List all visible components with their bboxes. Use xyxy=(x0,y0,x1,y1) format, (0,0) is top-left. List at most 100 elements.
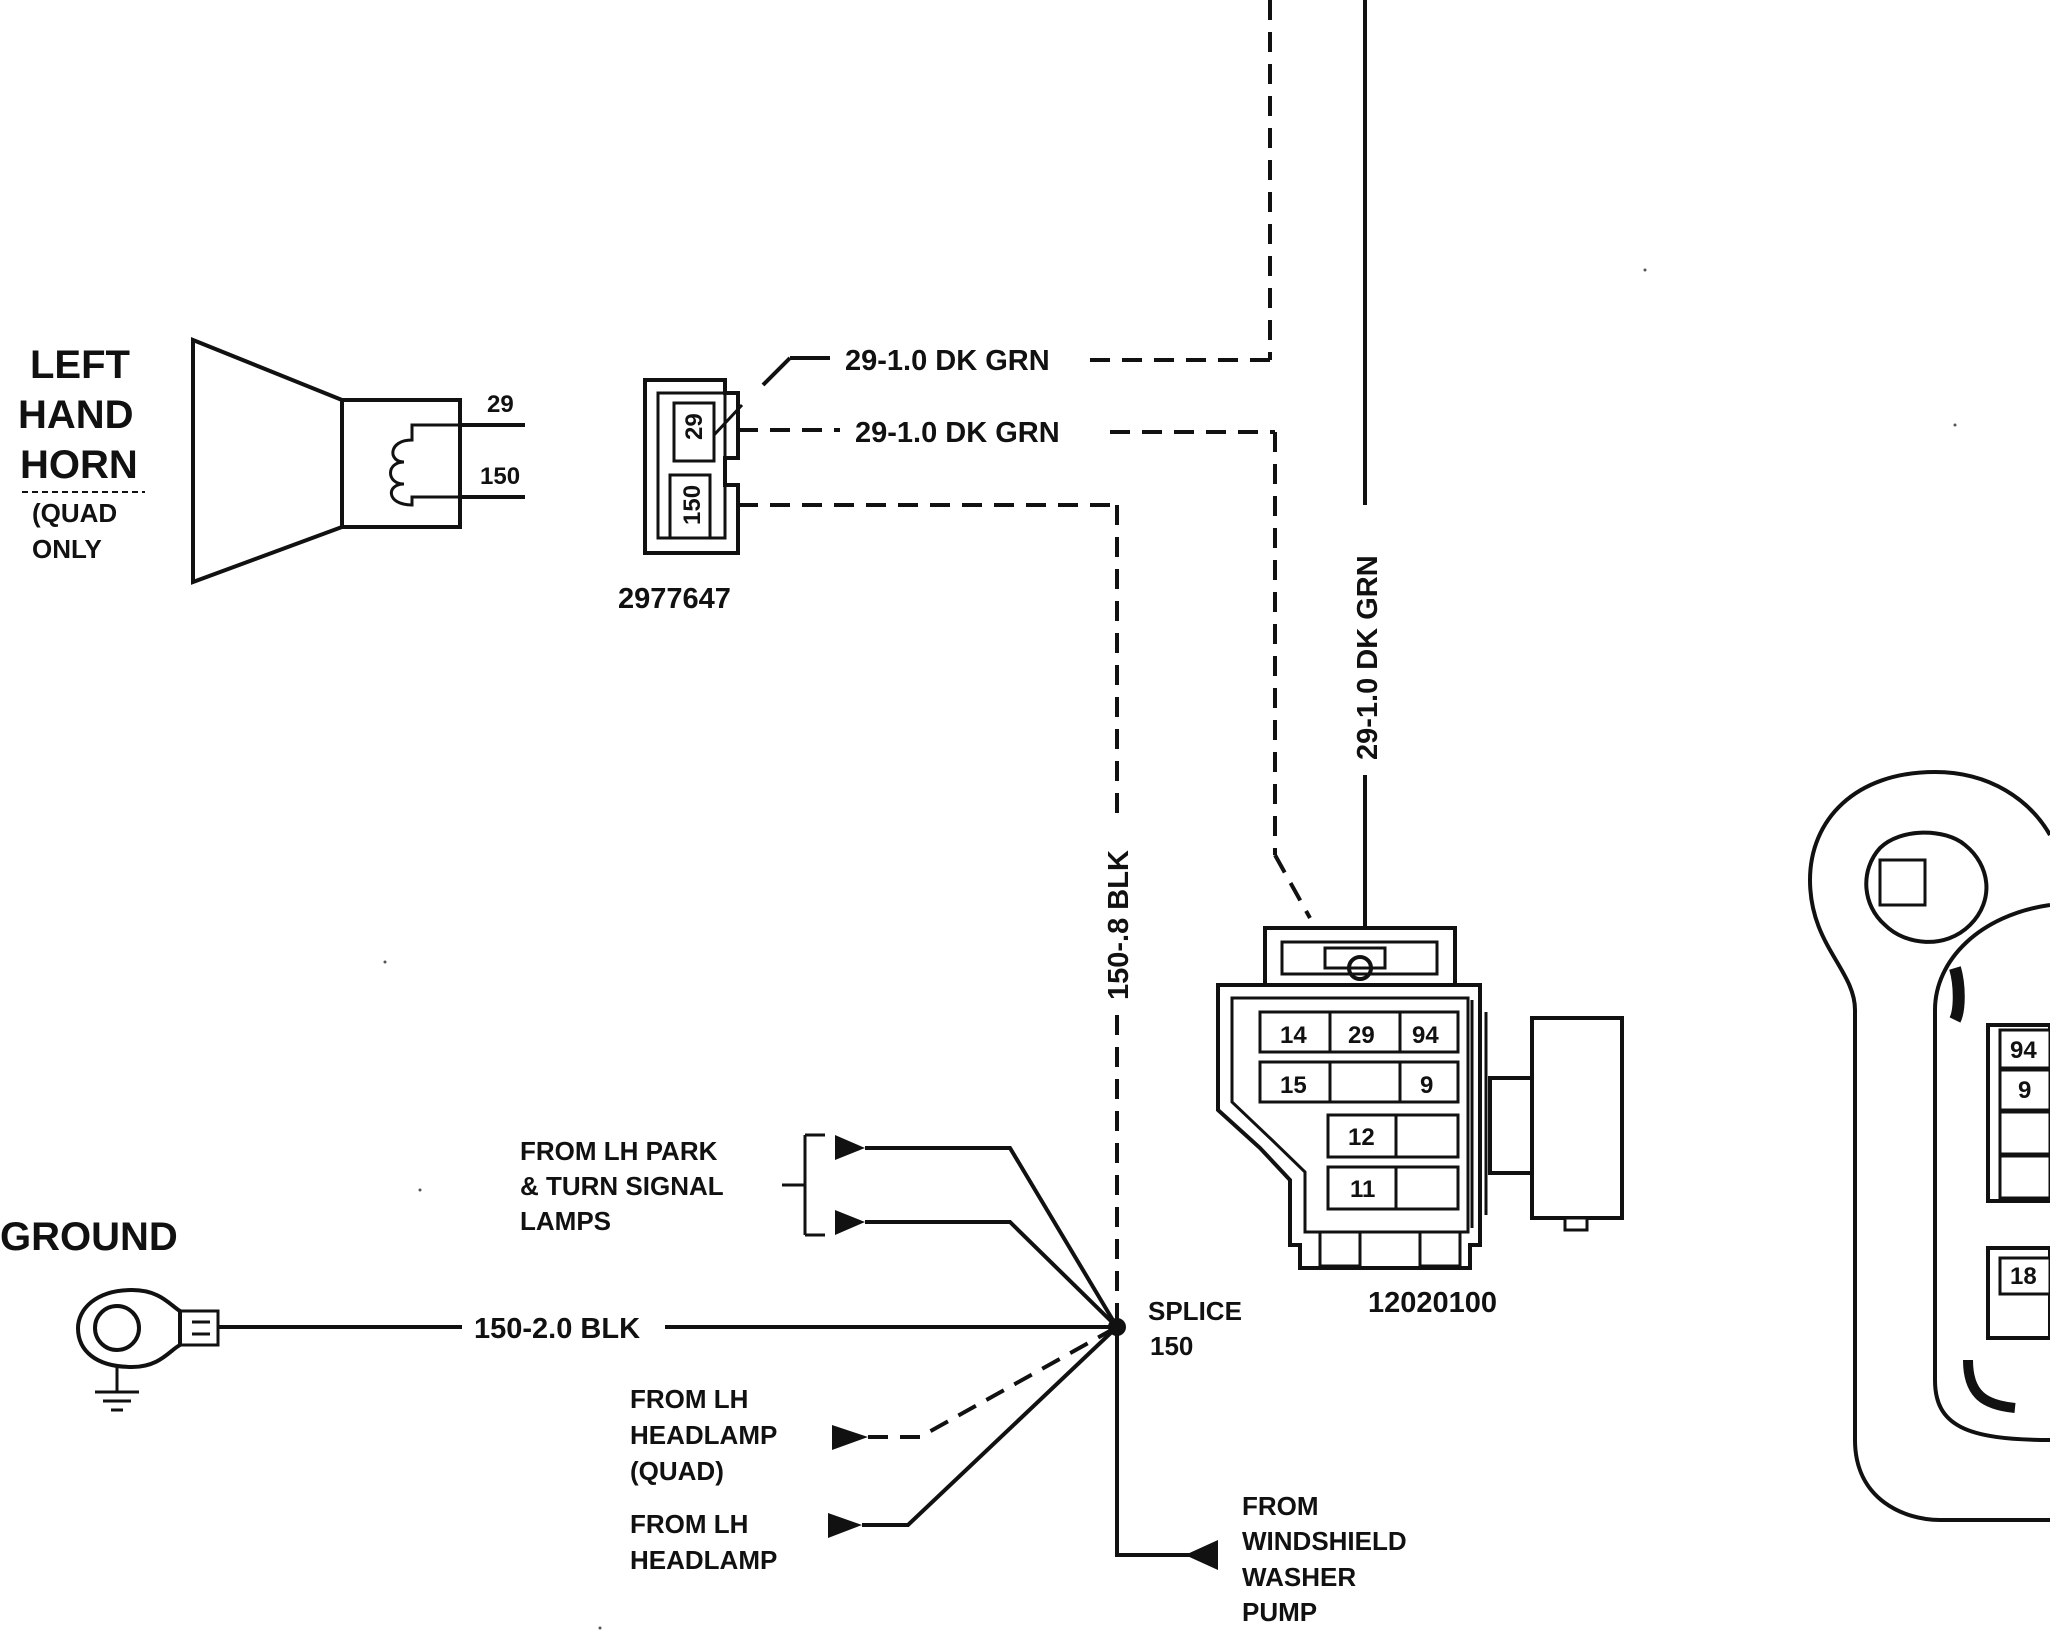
fuse-cell-label: 29 xyxy=(1348,1022,1375,1049)
right-module-cell xyxy=(1998,1028,2050,1070)
fuse-cell xyxy=(1398,1010,1460,1054)
wire-dkgrn-lower-label: 29-1.0 DK GRN xyxy=(855,417,1060,449)
wire-park-turn-2 xyxy=(865,1220,1119,1329)
fuse-block-foot xyxy=(1318,1230,1362,1268)
horn-connector-latch xyxy=(712,403,744,437)
fuse-cell xyxy=(1326,1113,1398,1159)
right-module-lock-key xyxy=(1878,858,1927,907)
fuse-cell-label: 9 xyxy=(1420,1072,1433,1099)
horn-connector-cavity-150 xyxy=(668,473,712,540)
park-turn-arrow-1 xyxy=(835,1135,865,1160)
fuse-cell-label: 15 xyxy=(1280,1072,1307,1099)
fuse-block-foot xyxy=(1418,1230,1462,1268)
right-module-cell xyxy=(1998,1068,2050,1112)
source-park-turn-line-2: & TURN SIGNAL xyxy=(520,1171,724,1201)
washer-pump-arrow xyxy=(1185,1540,1218,1570)
ground-ring-hole xyxy=(93,1304,141,1352)
park-turn-arrow-2 xyxy=(835,1210,865,1235)
horn-title-line-2: HAND xyxy=(18,393,134,437)
fuse-cell xyxy=(1258,1060,1332,1104)
source-headlamp-line-2: HEADLAMP xyxy=(630,1545,777,1575)
horn-connector-cavity-29 xyxy=(672,401,716,463)
park-turn-feeds xyxy=(782,1133,1119,1329)
wire-dkgrn-upper-stub xyxy=(761,356,792,387)
wire-park-turn-1 xyxy=(865,1146,1119,1329)
horn-connector-part-number: 2977647 xyxy=(618,583,731,615)
scan-speck xyxy=(1643,268,1647,272)
headlamp-quad-arrow xyxy=(832,1425,868,1450)
ground-label: GROUND xyxy=(0,1215,178,1259)
wire-headlamp-quad xyxy=(868,1325,1118,1439)
fuse-block-side-connector-foot xyxy=(1563,1216,1589,1232)
right-module-cell-label: 9 xyxy=(2018,1077,2031,1104)
horn-note-line-1: (QUAD xyxy=(32,498,117,528)
horn-title-line-3: HORN xyxy=(20,443,138,487)
fuse-cell-label: 14 xyxy=(1280,1022,1307,1049)
ground-terminal xyxy=(75,1287,220,1412)
scan-speck xyxy=(1953,423,1957,427)
source-headlamp-quad-line-1: FROM LH xyxy=(630,1384,748,1414)
horn-pin-150-label: 150 xyxy=(480,463,520,490)
splice-label-line-1: SPLICE xyxy=(1148,1296,1242,1326)
horn-title: LEFT HAND HORN xyxy=(18,343,138,487)
wire-washer-pump xyxy=(1115,1327,1210,1557)
right-module-cell-label: 94 xyxy=(2010,1037,2037,1064)
wire-dkgrn-vertical-label: 29-1.0 DK GRN xyxy=(1352,555,1384,760)
source-washer-line-3: WASHER xyxy=(1242,1562,1356,1592)
right-module-cell xyxy=(1998,1110,2050,1156)
horn-title-line-1: LEFT xyxy=(30,343,130,387)
source-headlamp-line-1: FROM LH xyxy=(630,1509,748,1539)
fuse-block-terminal xyxy=(1347,955,1373,981)
horn-pin-29-label: 29 xyxy=(487,391,514,418)
scan-speck xyxy=(598,1626,602,1630)
fuse-cell xyxy=(1394,1113,1460,1159)
fuse-block-side-connector xyxy=(1530,1016,1624,1220)
ground-crimp xyxy=(178,1309,220,1347)
ground-ring-outer xyxy=(75,1287,182,1370)
horn-coil xyxy=(389,423,460,507)
fuse-cell xyxy=(1398,1060,1460,1104)
right-module-cell xyxy=(1998,1154,2050,1200)
right-module-cell-label: 18 xyxy=(2010,1263,2037,1290)
fuse-cell-label: 94 xyxy=(1412,1022,1439,1049)
wire-ground-label: 150-2.0 BLK xyxy=(474,1313,640,1345)
fuse-block: 14 29 94 15 9 12 11 xyxy=(1216,926,1624,1270)
fuse-cell-label: 12 xyxy=(1348,1124,1375,1151)
right-module-inner-outline xyxy=(1933,903,2050,1442)
horn-note-line-2: ONLY xyxy=(32,534,102,564)
right-module: 94 9 18 xyxy=(1807,769,2050,1522)
horn-symbol: 29 150 xyxy=(191,337,525,585)
fuse-cell xyxy=(1326,1165,1398,1211)
source-headlamp-quad-line-2: HEADLAMP xyxy=(630,1420,777,1450)
source-park-turn-line-3: LAMPS xyxy=(520,1206,611,1236)
splice-label-line-2: 150 xyxy=(1150,1331,1193,1361)
fuse-cell xyxy=(1394,1165,1460,1211)
wire-headlamp xyxy=(862,1325,1119,1527)
wire-dkgrn-lower-angle xyxy=(1273,854,1312,919)
source-washer-line-1: FROM xyxy=(1242,1491,1319,1521)
source-headlamp-quad-line-3: (QUAD) xyxy=(630,1456,724,1486)
horn-bell xyxy=(191,337,344,585)
right-module-lock xyxy=(1864,830,1989,944)
source-park-turn-line-1: FROM LH PARK xyxy=(520,1136,718,1166)
horn-body xyxy=(340,398,462,529)
fuse-block-part-number: 12020100 xyxy=(1368,1287,1497,1319)
source-washer-line-4: PUMP xyxy=(1242,1597,1317,1627)
fuse-block-side-tab xyxy=(1488,1076,1534,1175)
horn-connector: 29 150 xyxy=(643,378,744,555)
right-module-slot xyxy=(1949,966,1965,1023)
right-module-outline xyxy=(1807,769,2050,1522)
wire-blk-vertical-label: 150-.8 BLK xyxy=(1103,850,1135,1000)
horn-connector-pin-150: 150 xyxy=(679,485,706,525)
right-module-cell xyxy=(1998,1256,2050,1296)
right-module-slot xyxy=(1963,1359,2016,1413)
scan-speck xyxy=(418,1188,422,1192)
source-washer-line-2: WINDSHIELD xyxy=(1242,1526,1407,1556)
horn-connector-pin-29: 29 xyxy=(681,413,708,440)
wire-dkgrn-upper-label: 29-1.0 DK GRN xyxy=(845,345,1050,377)
headlamp-arrow xyxy=(828,1513,862,1538)
fuse-cell xyxy=(1328,1010,1402,1054)
fuse-cell-label: 11 xyxy=(1350,1176,1375,1203)
scan-speck xyxy=(383,960,387,964)
